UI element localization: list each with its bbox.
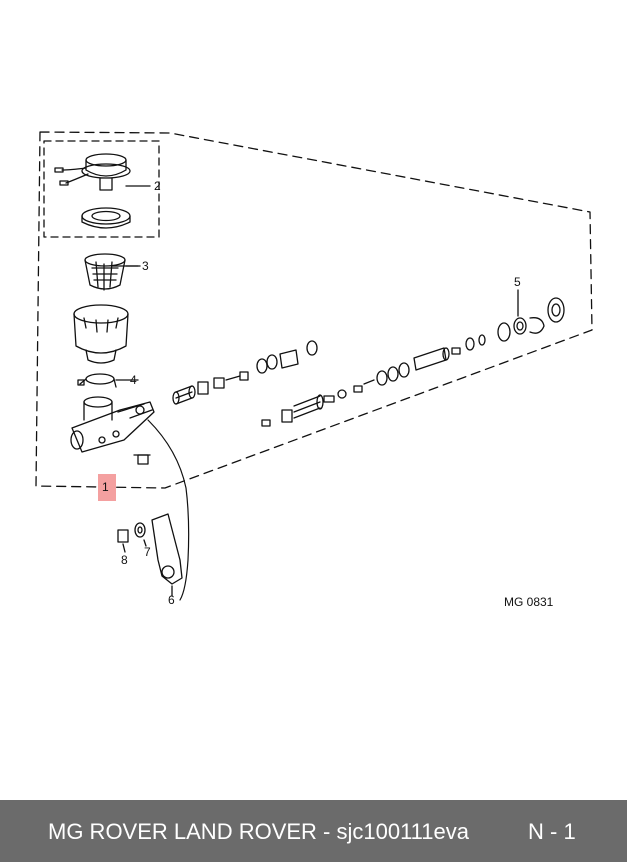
callout-7-label: 7 [144,545,151,559]
callout-5-label: 5 [514,275,521,289]
seal-set-part [497,289,565,342]
piston-row-upper [172,340,318,405]
footer-page-number: N - 1 [528,819,576,844]
filter-strainer-part [84,253,141,291]
cap-group-outline [43,140,160,238]
callout-4-label: 4 [130,373,137,387]
callout-8-label: 8 [121,553,128,567]
footer-title: MG ROVER LAND ROVER - sjc100111eva [48,819,469,844]
footer-bar: MG ROVER LAND ROVER - sjc100111eva N - 1 [0,800,627,862]
pedal-lever-part [151,513,183,597]
callout-1-highlight [98,474,116,501]
exploded-parts-diagram: 1 2 3 4 5 6 7 8 MG 0831 [35,131,593,609]
diagram-code: MG 0831 [504,595,554,609]
washer-part [134,522,147,547]
callout-3-label: 3 [142,259,149,273]
piston-row-lower [261,334,486,427]
callout-2-label: 2 [154,179,161,193]
nut-part [117,529,129,553]
reservoir-body-part [73,304,129,364]
clamp-part [77,373,139,388]
reservoir-cap-part [54,153,131,229]
master-cylinder-part [70,396,190,601]
assembly-outline [35,131,593,489]
callout-6-label: 6 [168,593,175,607]
callout-1-label: 1 [102,480,109,494]
